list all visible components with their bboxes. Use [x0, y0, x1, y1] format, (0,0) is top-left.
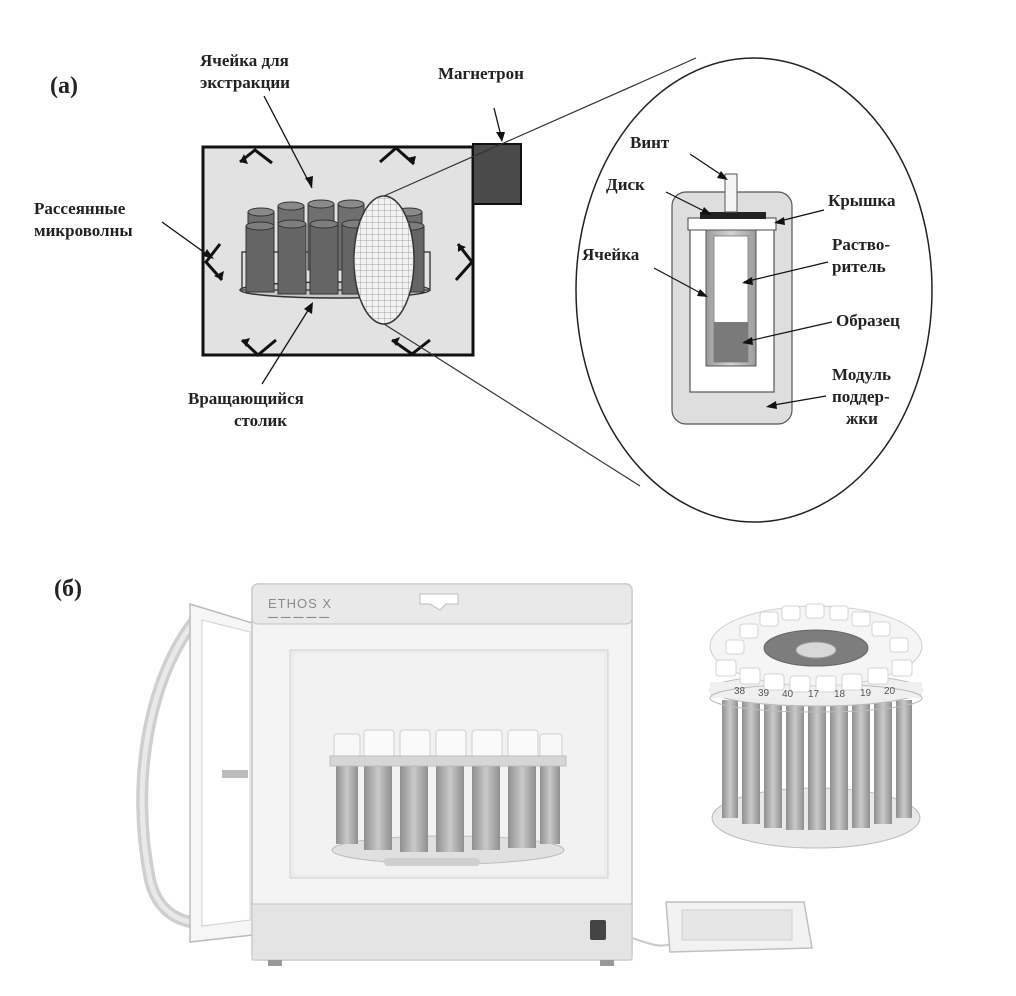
rotor-number: 39	[758, 688, 770, 699]
arrowhead-scattered	[203, 249, 214, 259]
rotor-caps	[715, 603, 913, 693]
screw	[724, 173, 738, 213]
controller-screen[interactable]	[681, 909, 793, 941]
rotor-number: 38	[734, 686, 746, 697]
arrowhead-turntable	[304, 302, 313, 314]
magnetron-box	[472, 143, 522, 205]
label-disk: Диск	[606, 175, 645, 194]
rotor-number: 20	[884, 686, 896, 697]
oven-bottom-panel	[251, 903, 633, 961]
zoom-line-top	[383, 57, 697, 197]
arrowhead-lid	[774, 217, 785, 225]
oven-rotor-ring	[329, 755, 567, 767]
label-cell: Ячейка	[582, 245, 640, 264]
label-module-2: поддер-	[832, 387, 890, 406]
oven-rotor-vessels	[333, 729, 563, 852]
arrow-sample	[743, 321, 833, 343]
label-turntable-2: столик	[234, 411, 287, 430]
arrowhead-disk	[701, 207, 712, 215]
detail-inset: Винт Диск Крышка Ячейка Раство- ритель О…	[575, 57, 933, 523]
oven-foot-right	[600, 960, 614, 966]
door-latch	[222, 770, 248, 778]
arrowhead-extraction-cell	[305, 176, 313, 188]
rotor-number: 18	[834, 689, 846, 700]
panel-b-label: (б)	[54, 576, 82, 602]
oven-rotor-base	[384, 858, 480, 866]
rotor-number: 19	[860, 688, 872, 699]
arrow-scattered	[161, 221, 213, 259]
brand-logo-text: ETHOS X	[268, 596, 332, 611]
label-module-1: Модуль	[832, 365, 891, 384]
label-scattered-1: Рассеянные	[34, 199, 126, 218]
highlighted-vessel-grid	[354, 196, 414, 324]
arrow-solvent	[743, 261, 829, 283]
sample	[714, 322, 748, 362]
arrow-module	[767, 395, 827, 407]
arrow-extraction-cell	[263, 95, 313, 189]
arrowhead-solvent	[742, 277, 753, 285]
lid	[687, 217, 777, 231]
label-scattered-2: микроволны	[34, 221, 133, 240]
label-module-3: жки	[846, 409, 878, 428]
label-lid: Крышка	[828, 191, 896, 210]
oven-foot-left	[268, 960, 282, 966]
power-switch[interactable]	[590, 920, 606, 940]
label-magnetron: Магнетрон	[438, 64, 524, 83]
controller-cable	[631, 937, 673, 947]
chevron-arrowheads	[214, 154, 466, 347]
label-sample: Образец	[836, 311, 900, 330]
rotor-tubes	[722, 700, 912, 830]
label-screw: Винт	[630, 133, 670, 152]
standalone-rotor: 38 39 40 17 18 19 20	[709, 603, 923, 849]
rotor-number: 40	[782, 689, 794, 700]
rotor-number: 17	[808, 689, 820, 700]
panel-a: (а)	[34, 51, 697, 487]
label-extraction-cell-2: экстракции	[200, 73, 290, 92]
rotor-center-hub	[795, 641, 837, 659]
panel-b: (б) ETHOS X — — — — —	[54, 576, 923, 966]
arrowhead-screw	[717, 171, 728, 180]
zoom-line-bottom	[383, 323, 641, 487]
brand-emblem-icon	[419, 593, 459, 611]
panel-a-label: (а)	[50, 73, 78, 99]
brand-subtext: — — — — —	[268, 612, 329, 623]
disk	[700, 212, 766, 219]
arrowhead-cell	[697, 289, 708, 297]
arrow-turntable	[261, 303, 313, 385]
label-extraction-cell-1: Ячейка для	[200, 51, 289, 70]
arrowhead-magnetron	[496, 132, 505, 142]
label-solvent-1: Раство-	[832, 235, 890, 254]
door-handle-highlight	[139, 621, 195, 925]
label-solvent-2: ритель	[832, 257, 886, 276]
arrow-cell	[653, 267, 707, 297]
arrowhead-sample	[742, 337, 753, 345]
arrowhead-module	[766, 401, 777, 409]
label-turntable-1: Вращающийся	[188, 389, 304, 408]
